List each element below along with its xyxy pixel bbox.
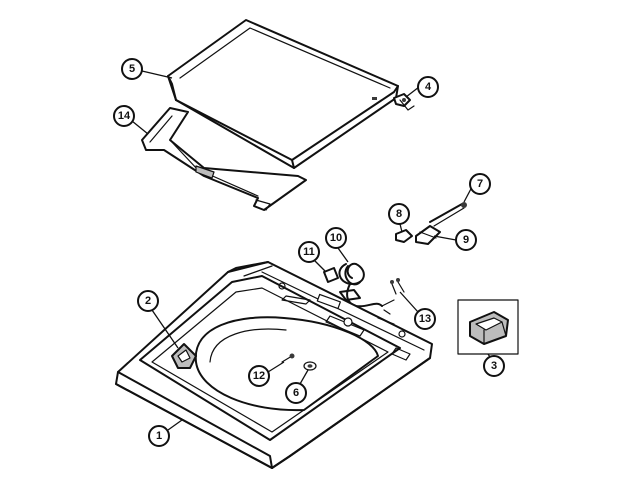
lid-frame-part (141, 107, 307, 211)
top-cover-part (115, 261, 433, 469)
callout-label-7: 7 (477, 178, 483, 190)
callout-label-10: 10 (330, 232, 342, 244)
hinge-part (393, 93, 415, 111)
callout-12: 12 (248, 365, 270, 387)
callout-9: 9 (455, 229, 477, 251)
lid-part (167, 19, 399, 169)
callout-label-4: 4 (425, 81, 432, 93)
callout-3: 3 (483, 355, 505, 377)
callout-label-5: 5 (129, 63, 135, 75)
callout-7: 7 (469, 173, 491, 195)
callout-label-12: 12 (253, 370, 265, 382)
callout-label-13: 13 (419, 313, 431, 325)
wire-connectors-part (390, 278, 405, 295)
callout-5: 5 (121, 58, 143, 80)
callout-13: 13 (414, 308, 436, 330)
callout-1: 1 (148, 425, 170, 447)
callout-2: 2 (137, 290, 159, 312)
callout-label-9: 9 (463, 234, 469, 246)
callout-label-3: 3 (491, 360, 497, 372)
callout-8: 8 (388, 203, 410, 225)
bushing-part (303, 361, 317, 371)
callout-label-8: 8 (396, 208, 402, 220)
dispenser-part (171, 343, 197, 369)
lid-switch-part (415, 225, 441, 245)
callout-6: 6 (285, 382, 307, 404)
callout-label-1: 1 (156, 430, 162, 442)
module-box-part (457, 299, 519, 355)
callout-4: 4 (417, 76, 439, 98)
callout-10: 10 (325, 227, 347, 249)
callout-label-14: 14 (118, 110, 131, 122)
actuator-rod-part (429, 202, 467, 227)
clip-part-11 (323, 267, 339, 283)
leader-lines (131, 70, 493, 431)
clip-part-8 (395, 229, 413, 243)
callout-label-11: 11 (303, 246, 315, 258)
screw-part (281, 353, 295, 363)
callout-11: 11 (298, 241, 320, 263)
callout-label-2: 2 (145, 295, 151, 307)
callout-14: 14 (113, 105, 135, 127)
callout-label-6: 6 (293, 387, 299, 399)
